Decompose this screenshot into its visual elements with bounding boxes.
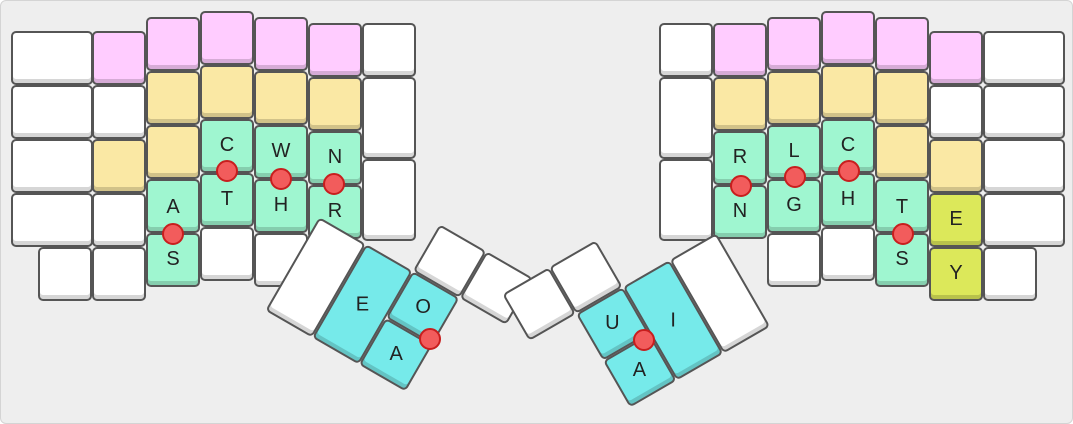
right-key: [713, 23, 767, 77]
key-legend: G: [786, 194, 802, 216]
key-legend: E: [355, 293, 370, 316]
right-pinky-outer-key: [983, 85, 1065, 139]
left-key: [146, 71, 200, 125]
key-legend: I: [670, 309, 676, 332]
combo-dot: [838, 160, 860, 182]
right-pinky-outer-key: [983, 31, 1065, 85]
right-pinky-outer-key: [983, 193, 1065, 247]
right-bottom-key: [983, 247, 1037, 301]
right-key: [767, 71, 821, 125]
right-inner-tall-key: [659, 77, 713, 159]
key-legend: C: [840, 134, 856, 156]
key-legend: S: [166, 248, 180, 270]
left-pinky-outer-key: [11, 85, 93, 139]
key-legend: A: [389, 342, 403, 365]
left-key: [200, 65, 254, 119]
left-key: [146, 17, 200, 71]
left-bottom-key: [38, 247, 92, 301]
left-inner-tall-key: [362, 77, 416, 159]
combo-dot: [892, 223, 914, 245]
combo-dot: [162, 223, 184, 245]
key-legend: H: [273, 194, 289, 216]
combo-dot: [730, 175, 752, 197]
right-pinky-outer-key: [983, 139, 1065, 193]
right-key: [929, 85, 983, 139]
left-key: [146, 125, 200, 179]
key-legend: L: [788, 140, 800, 162]
key-legend: T: [895, 196, 909, 218]
left-key: [308, 77, 362, 131]
key-legend: N: [732, 200, 748, 222]
left-inner-key: [362, 23, 416, 77]
right-key: [875, 125, 929, 179]
key-legend: E: [949, 208, 963, 230]
left-key: [308, 23, 362, 77]
left-key: [92, 139, 146, 193]
left-key: [92, 85, 146, 139]
combo-dot: [784, 166, 806, 188]
combo-dot: [216, 160, 238, 182]
left-key: [92, 31, 146, 85]
left-key: [92, 193, 146, 247]
right-key: [767, 233, 821, 287]
key-legend: O: [415, 296, 431, 319]
right-key: [713, 77, 767, 131]
left-key: [92, 247, 146, 301]
left-pinky-outer-key: [11, 31, 93, 85]
left-key: [254, 71, 308, 125]
left-inner-tall-key: [362, 159, 416, 241]
right-key-y: Y: [929, 247, 983, 301]
key-legend: N: [327, 146, 343, 168]
right-key: [767, 17, 821, 71]
key-legend: R: [327, 200, 343, 222]
key-legend: W: [271, 140, 291, 162]
right-key: [929, 139, 983, 193]
key-legend: U: [605, 312, 620, 335]
combo-dot: [419, 328, 441, 350]
right-key: [929, 31, 983, 85]
left-key: [254, 17, 308, 71]
right-inner-key: [659, 23, 713, 77]
right-key: [821, 65, 875, 119]
right-key-e: E: [929, 193, 983, 247]
left-pinky-outer-key: [11, 193, 93, 247]
left-pinky-outer-key: [11, 139, 93, 193]
right-key: [821, 11, 875, 65]
combo-dot: [270, 168, 292, 190]
combo-dot: [633, 329, 655, 351]
right-inner-tall-key: [659, 159, 713, 241]
key-legend: A: [166, 196, 180, 218]
right-key: [875, 71, 929, 125]
key-legend: A: [632, 358, 647, 381]
key-legend: R: [732, 146, 748, 168]
key-legend: H: [840, 188, 856, 210]
key-legend: S: [895, 248, 909, 270]
combo-dot: [323, 173, 345, 195]
left-key: [200, 11, 254, 65]
right-key: [875, 17, 929, 71]
key-legend: T: [220, 188, 234, 210]
key-legend: C: [219, 134, 235, 156]
right-key: [821, 227, 875, 281]
key-legend: Y: [949, 262, 963, 284]
left-key: [200, 227, 254, 281]
